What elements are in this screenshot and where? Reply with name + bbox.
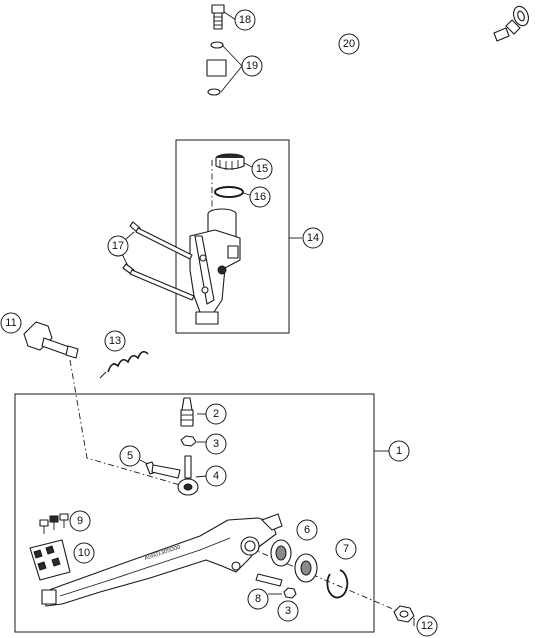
step-plate xyxy=(29,539,71,581)
callout-13: 13 xyxy=(104,330,126,352)
callout-6: 6 xyxy=(296,519,318,541)
svg-text:13: 13 xyxy=(109,335,121,347)
callout-16: 16 xyxy=(249,186,271,208)
callout-17: 17 xyxy=(107,235,129,257)
svg-text:12: 12 xyxy=(421,620,433,632)
circlip xyxy=(326,569,349,599)
push-rod-clevis xyxy=(177,455,199,496)
callout-20: 20 xyxy=(338,33,360,55)
callout-18: 18 xyxy=(234,9,256,31)
reservoir-cap xyxy=(215,153,245,170)
svg-text:9: 9 xyxy=(77,515,83,527)
bearing-pair xyxy=(270,539,318,583)
svg-text:2: 2 xyxy=(213,408,219,420)
screw-set xyxy=(39,513,69,534)
svg-text:1: 1 xyxy=(396,445,402,457)
callout-3-lower: 3 xyxy=(277,600,299,622)
callout-8: 8 xyxy=(247,588,269,610)
seal-ring-lower xyxy=(207,88,221,96)
foot-brake-pedal xyxy=(41,513,283,607)
svg-text:14: 14 xyxy=(307,232,319,244)
svg-text:17: 17 xyxy=(112,240,124,252)
callout-12: 12 xyxy=(416,615,438,637)
svg-text:11: 11 xyxy=(5,317,16,329)
svg-text:15: 15 xyxy=(256,163,268,175)
callout-1: 1 xyxy=(388,440,410,462)
banjo-fitting xyxy=(206,59,227,77)
callout-3-upper: 3 xyxy=(205,433,227,455)
assembly-axis-bolt-to-pedal xyxy=(69,359,188,488)
brake-hose xyxy=(180,5,529,124)
svg-text:3: 3 xyxy=(213,438,219,450)
hex-nut-lower xyxy=(283,587,297,599)
svg-text:20: 20 xyxy=(343,38,355,50)
adjusting-screw xyxy=(180,397,194,427)
svg-text:4: 4 xyxy=(213,470,219,482)
callout-7: 7 xyxy=(335,538,357,560)
master-cylinder-body xyxy=(189,208,241,325)
svg-text:8: 8 xyxy=(255,593,261,605)
pivot-nut xyxy=(393,605,415,623)
svg-text:7: 7 xyxy=(343,543,349,555)
callout-10: 10 xyxy=(73,542,95,564)
svg-text:18: 18 xyxy=(239,14,251,26)
svg-text:16: 16 xyxy=(254,191,266,203)
hex-nut-upper xyxy=(180,435,197,447)
seal-ring-upper xyxy=(210,41,224,49)
callout-14: 14 xyxy=(302,227,324,249)
callout-9: 9 xyxy=(69,510,91,532)
callout-19: 19 xyxy=(241,55,263,77)
bushing-sleeve xyxy=(255,573,283,587)
callout-5: 5 xyxy=(119,445,141,467)
return-spring xyxy=(99,350,149,379)
svg-text:10: 10 xyxy=(78,547,90,559)
callout-11: 11 xyxy=(0,312,22,334)
group-frame-brake-pedal xyxy=(14,393,375,633)
svg-text:19: 19 xyxy=(246,60,258,72)
o-ring xyxy=(214,186,244,198)
pedal-bolt xyxy=(145,461,181,479)
group-frame-master-cylinder xyxy=(175,139,290,334)
callout-15: 15 xyxy=(251,158,273,180)
mounting-screw-upper xyxy=(129,221,193,260)
pivot-bolt xyxy=(23,321,79,359)
hollow-bolt xyxy=(211,4,225,30)
svg-text:6: 6 xyxy=(304,524,310,536)
callout-4: 4 xyxy=(205,465,227,487)
svg-text:5: 5 xyxy=(127,450,133,462)
callout-2: 2 xyxy=(205,403,227,425)
mounting-screw-lower xyxy=(122,263,195,301)
svg-text:3: 3 xyxy=(285,605,291,617)
